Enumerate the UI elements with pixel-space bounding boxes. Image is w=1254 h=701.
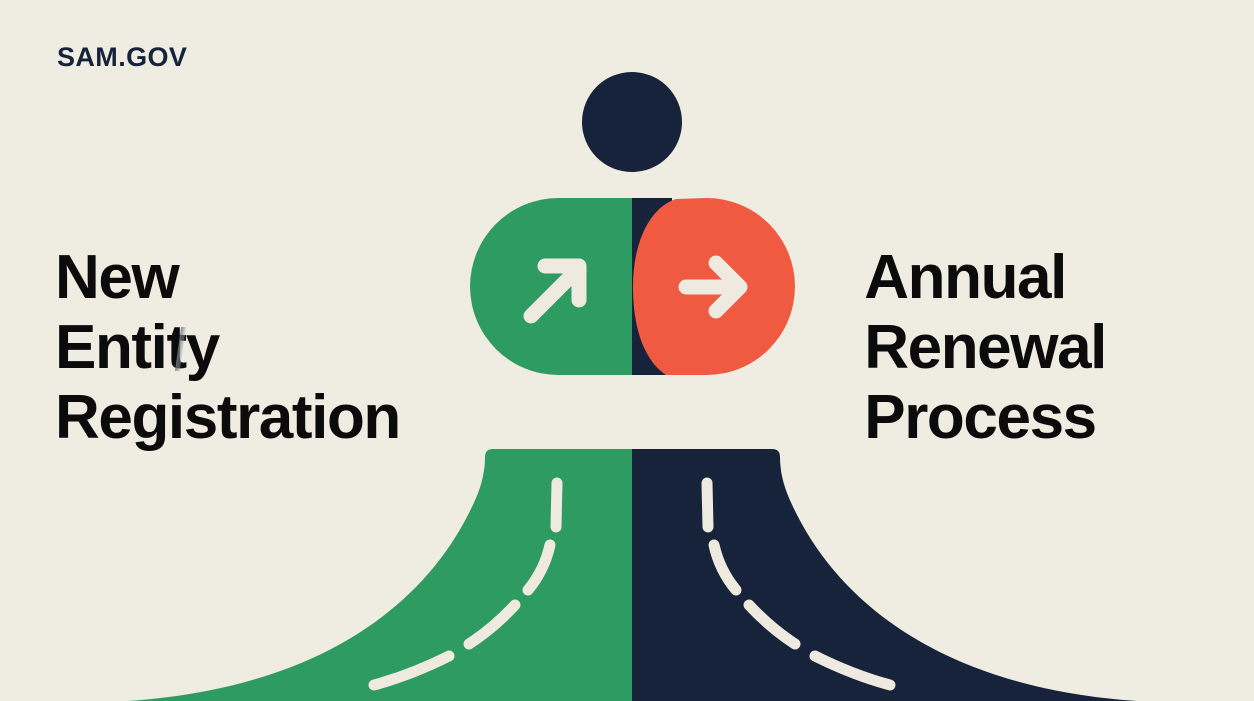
headline-right-line-3: Process — [864, 383, 1097, 452]
road-right-lane-dashes — [701, 477, 896, 691]
road-left — [128, 449, 632, 701]
brand-logo: SAM.GOV — [57, 42, 188, 72]
headline-right-line-2: Renewal — [864, 313, 1107, 382]
road-left-lane-dashes — [368, 477, 563, 691]
headline-left-line-1: New — [55, 243, 180, 312]
arrow-right-icon — [678, 255, 748, 319]
road-right — [632, 449, 1137, 701]
head-circle — [582, 72, 682, 172]
headline-right-line-1: Annual — [864, 243, 1067, 312]
headline-left: New Entity Registration — [55, 243, 401, 453]
headline-left-line-2: Entity — [55, 313, 400, 383]
roads-group — [128, 449, 1137, 701]
headline-right: Annual Renewal Process — [864, 243, 1107, 453]
body-pill-group — [470, 198, 795, 375]
headline-left-line-3: Registration — [55, 383, 401, 452]
arrow-up-right-icon — [523, 258, 587, 324]
